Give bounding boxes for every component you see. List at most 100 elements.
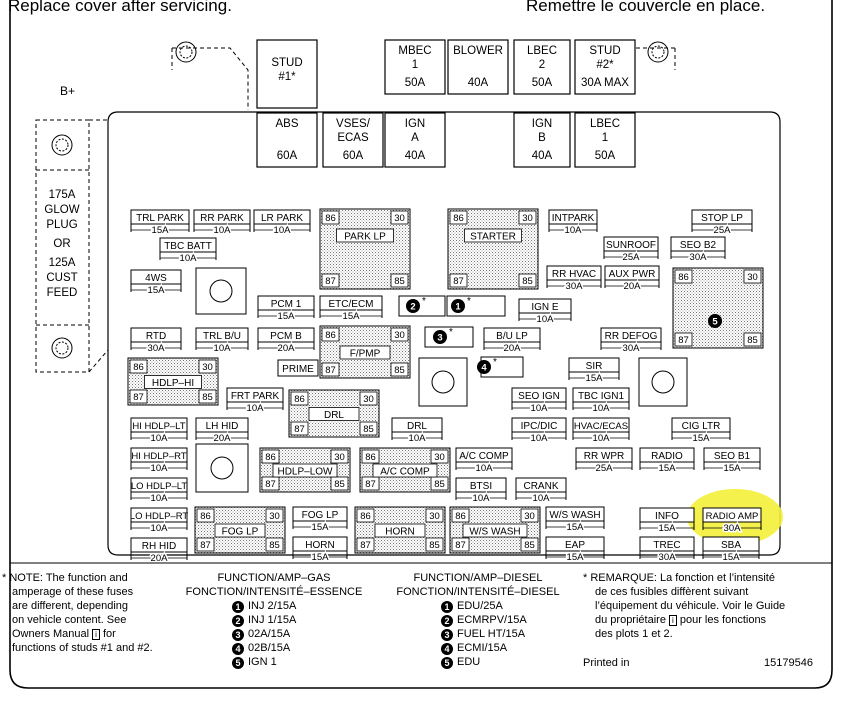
fuse-name: RR PARK — [200, 213, 244, 224]
fuse-amp: 10A — [473, 493, 491, 504]
stud-amp: 40A — [532, 150, 553, 162]
relay-pin: 85 — [269, 540, 280, 551]
relay-label: F/PMP — [350, 349, 381, 360]
fuse-name: TBC IGN1 — [578, 391, 625, 402]
stud-stud2[interactable]: STUD#2*30A MAX — [574, 39, 636, 95]
relay-pin: 85 — [434, 479, 445, 490]
fuse-name: HI HDLP–LT — [132, 421, 185, 432]
fuse-amp: 10A — [533, 493, 551, 504]
fuse-name: SEO IGN — [518, 391, 560, 402]
stud-label: B — [538, 132, 546, 144]
fuse-amp: 15A — [148, 285, 166, 296]
fuse-name: SEO B1 — [714, 451, 751, 462]
relay-pin: 86 — [325, 330, 336, 341]
fuse-amp: 10A — [214, 225, 232, 236]
fuse-name: STOP LP — [701, 213, 743, 224]
stud-label: 1 — [602, 132, 608, 144]
stud-stud1[interactable]: STUD#1* — [256, 39, 318, 109]
fuse-amp: 30A — [148, 343, 166, 354]
fuse-name: AUX PWR — [609, 269, 656, 280]
fuse-amp: 20A — [151, 553, 169, 564]
relay-pin: 30 — [363, 394, 374, 405]
fuse-amp: 10A — [537, 314, 555, 325]
fuse-amp: 10A — [151, 523, 169, 534]
fuse-name: LR PARK — [261, 213, 303, 224]
fuse-amp: 10A — [531, 433, 549, 444]
stud-label: ECAS — [337, 132, 369, 144]
relay-pin: 30 — [434, 452, 445, 463]
fuse-amp: 10A — [593, 433, 611, 444]
